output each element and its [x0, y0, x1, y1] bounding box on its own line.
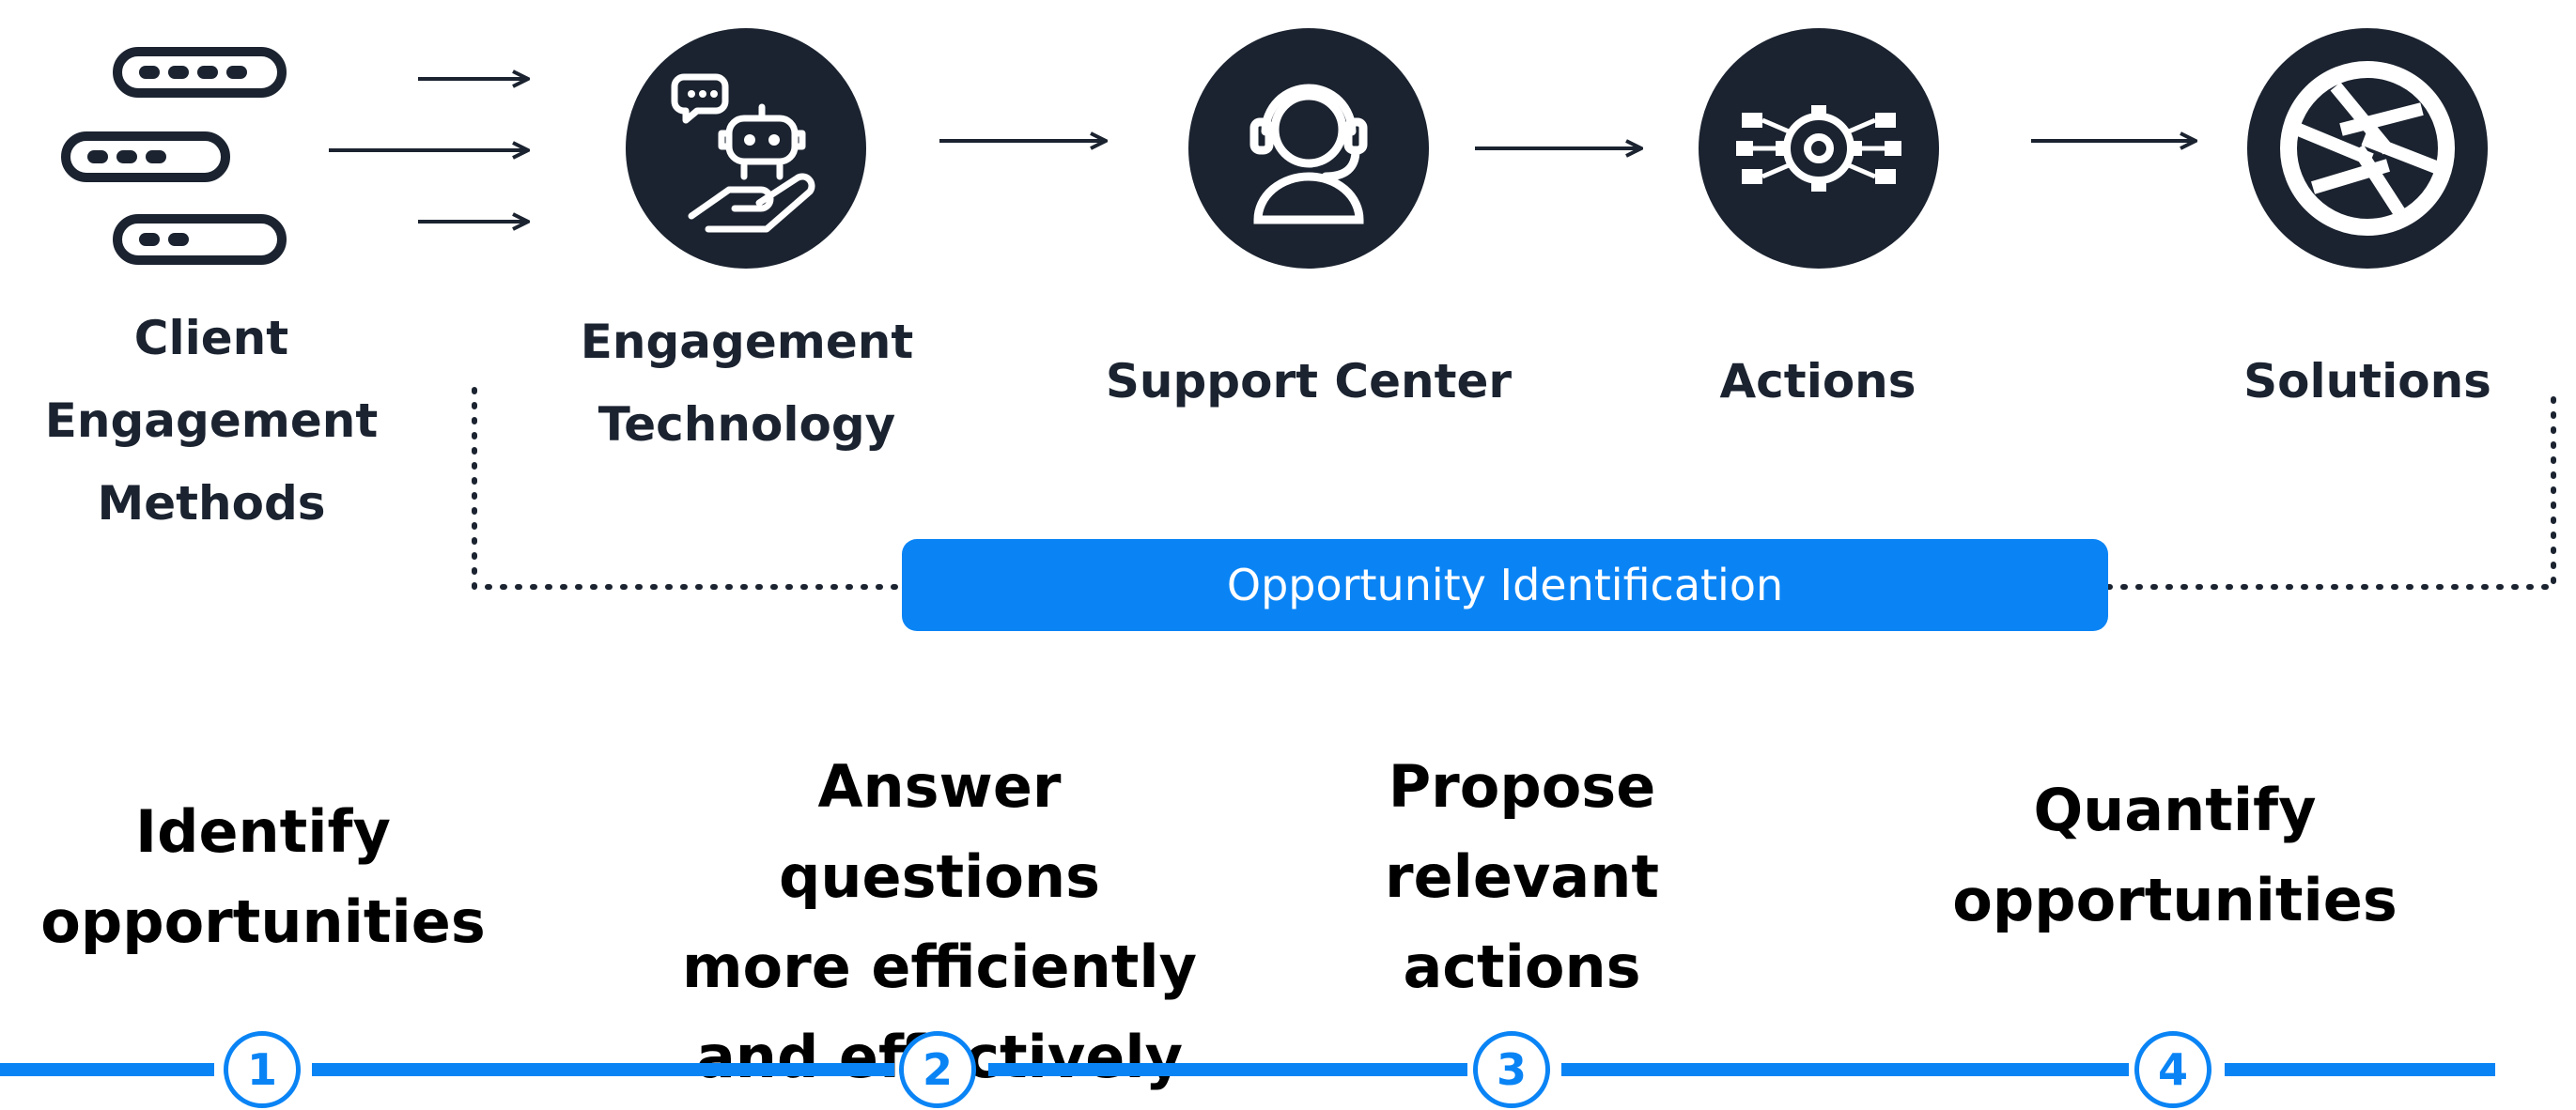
- dotted-bracket-right: [2105, 387, 2556, 590]
- timeline-segment-5: [2225, 1063, 2495, 1076]
- client-methods-label: Client Engagement Methods: [44, 311, 379, 531]
- engagement-technology-label: Engagement Technology: [580, 315, 914, 452]
- step-2-marker: 2: [899, 1031, 976, 1108]
- timeline-segment-2: [312, 1063, 894, 1076]
- solutions-label: Solutions: [2243, 354, 2491, 409]
- aperture-icon: [2280, 61, 2455, 236]
- actions-circle: [1699, 28, 1939, 269]
- method-pill-3: [113, 214, 287, 265]
- timeline-segment-3: [988, 1063, 1467, 1076]
- support-center-circle: [1188, 28, 1429, 269]
- method-pill-1: [113, 47, 287, 98]
- step-3-text: Propose relevant actions: [1385, 752, 1659, 1001]
- headset-agent-icon: [1249, 84, 1368, 224]
- step-4-marker: 4: [2134, 1031, 2211, 1108]
- chatbot-hand-icon: [671, 73, 815, 233]
- opportunity-identification-banner: Opportunity Identification: [902, 539, 2108, 631]
- step-1-marker: 1: [224, 1031, 301, 1108]
- step-4-text: Quantify opportunities: [1952, 776, 2398, 934]
- support-center-label: Support Center: [1105, 354, 1513, 409]
- engagement-technology-circle: [626, 28, 866, 269]
- timeline-segment-4: [1561, 1063, 2129, 1076]
- gear-network-icon: [1736, 105, 1901, 192]
- dotted-bracket-left: [472, 387, 905, 590]
- timeline-segment-1: [0, 1063, 214, 1076]
- step-3-marker: 3: [1473, 1031, 1550, 1108]
- step-1-text: Identify opportunities: [40, 797, 486, 956]
- method-pill-2: [61, 131, 230, 182]
- solutions-circle: [2247, 28, 2488, 269]
- actions-label: Actions: [1719, 354, 1916, 409]
